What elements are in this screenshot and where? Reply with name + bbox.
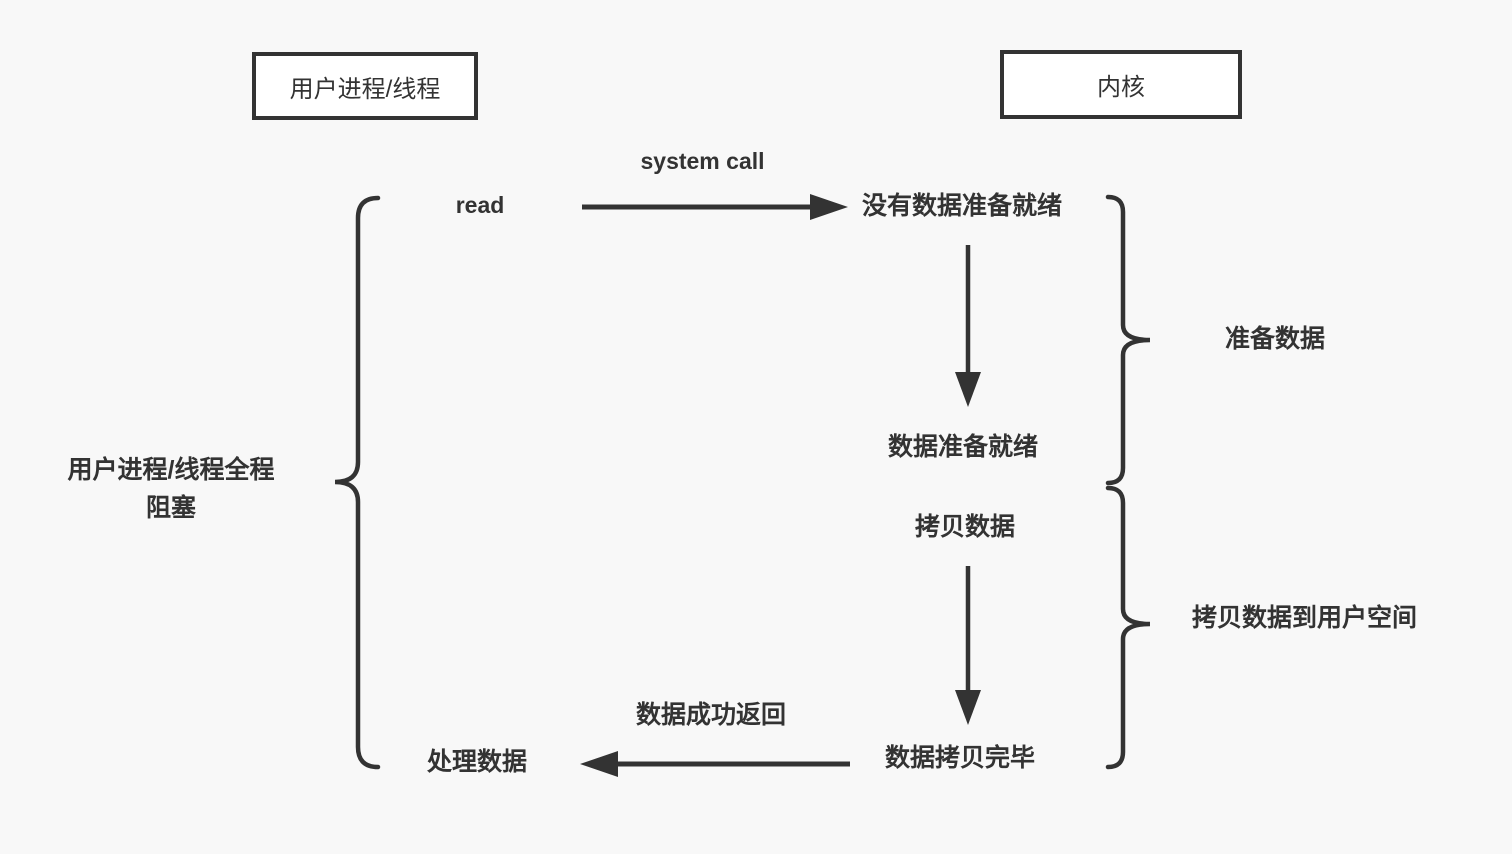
system-call-label: system call <box>640 148 765 174</box>
state-data-copy-done: 数据拷贝完毕 <box>885 744 1036 772</box>
state-copy-data: 拷贝数据 <box>915 513 1016 541</box>
user-process-box-label: 用户进程/线程 <box>289 75 441 103</box>
state-no-data-ready: 没有数据准备就绪 <box>862 192 1063 220</box>
left-brace <box>334 195 381 770</box>
blocking-annotation-line1: 用户进程/线程全程 <box>67 456 275 484</box>
data-return-label: 数据成功返回 <box>636 701 787 729</box>
system-call-arrowhead <box>810 194 848 220</box>
kernel-box-label: 内核 <box>1097 74 1145 101</box>
copy-data-brace <box>1105 485 1151 770</box>
blocking-annotation: 用户进程/线程全程 阻塞 <box>40 451 302 527</box>
copy-data-arrowhead <box>955 690 981 725</box>
prepare-data-arrowhead <box>955 372 981 407</box>
blocking-annotation-line2: 阻塞 <box>145 494 196 522</box>
copy-to-user-space-annotation: 拷贝数据到用户空间 <box>1192 604 1418 632</box>
state-process-data: 处理数据 <box>427 748 528 776</box>
user-process-box: 用户进程/线程 <box>252 52 478 120</box>
state-data-ready: 数据准备就绪 <box>888 433 1039 461</box>
read-label: read <box>455 192 505 218</box>
data-return-arrowhead <box>580 751 618 777</box>
kernel-box: 内核 <box>1000 50 1242 119</box>
prepare-data-brace <box>1105 194 1151 486</box>
prepare-data-annotation: 准备数据 <box>1225 325 1326 353</box>
